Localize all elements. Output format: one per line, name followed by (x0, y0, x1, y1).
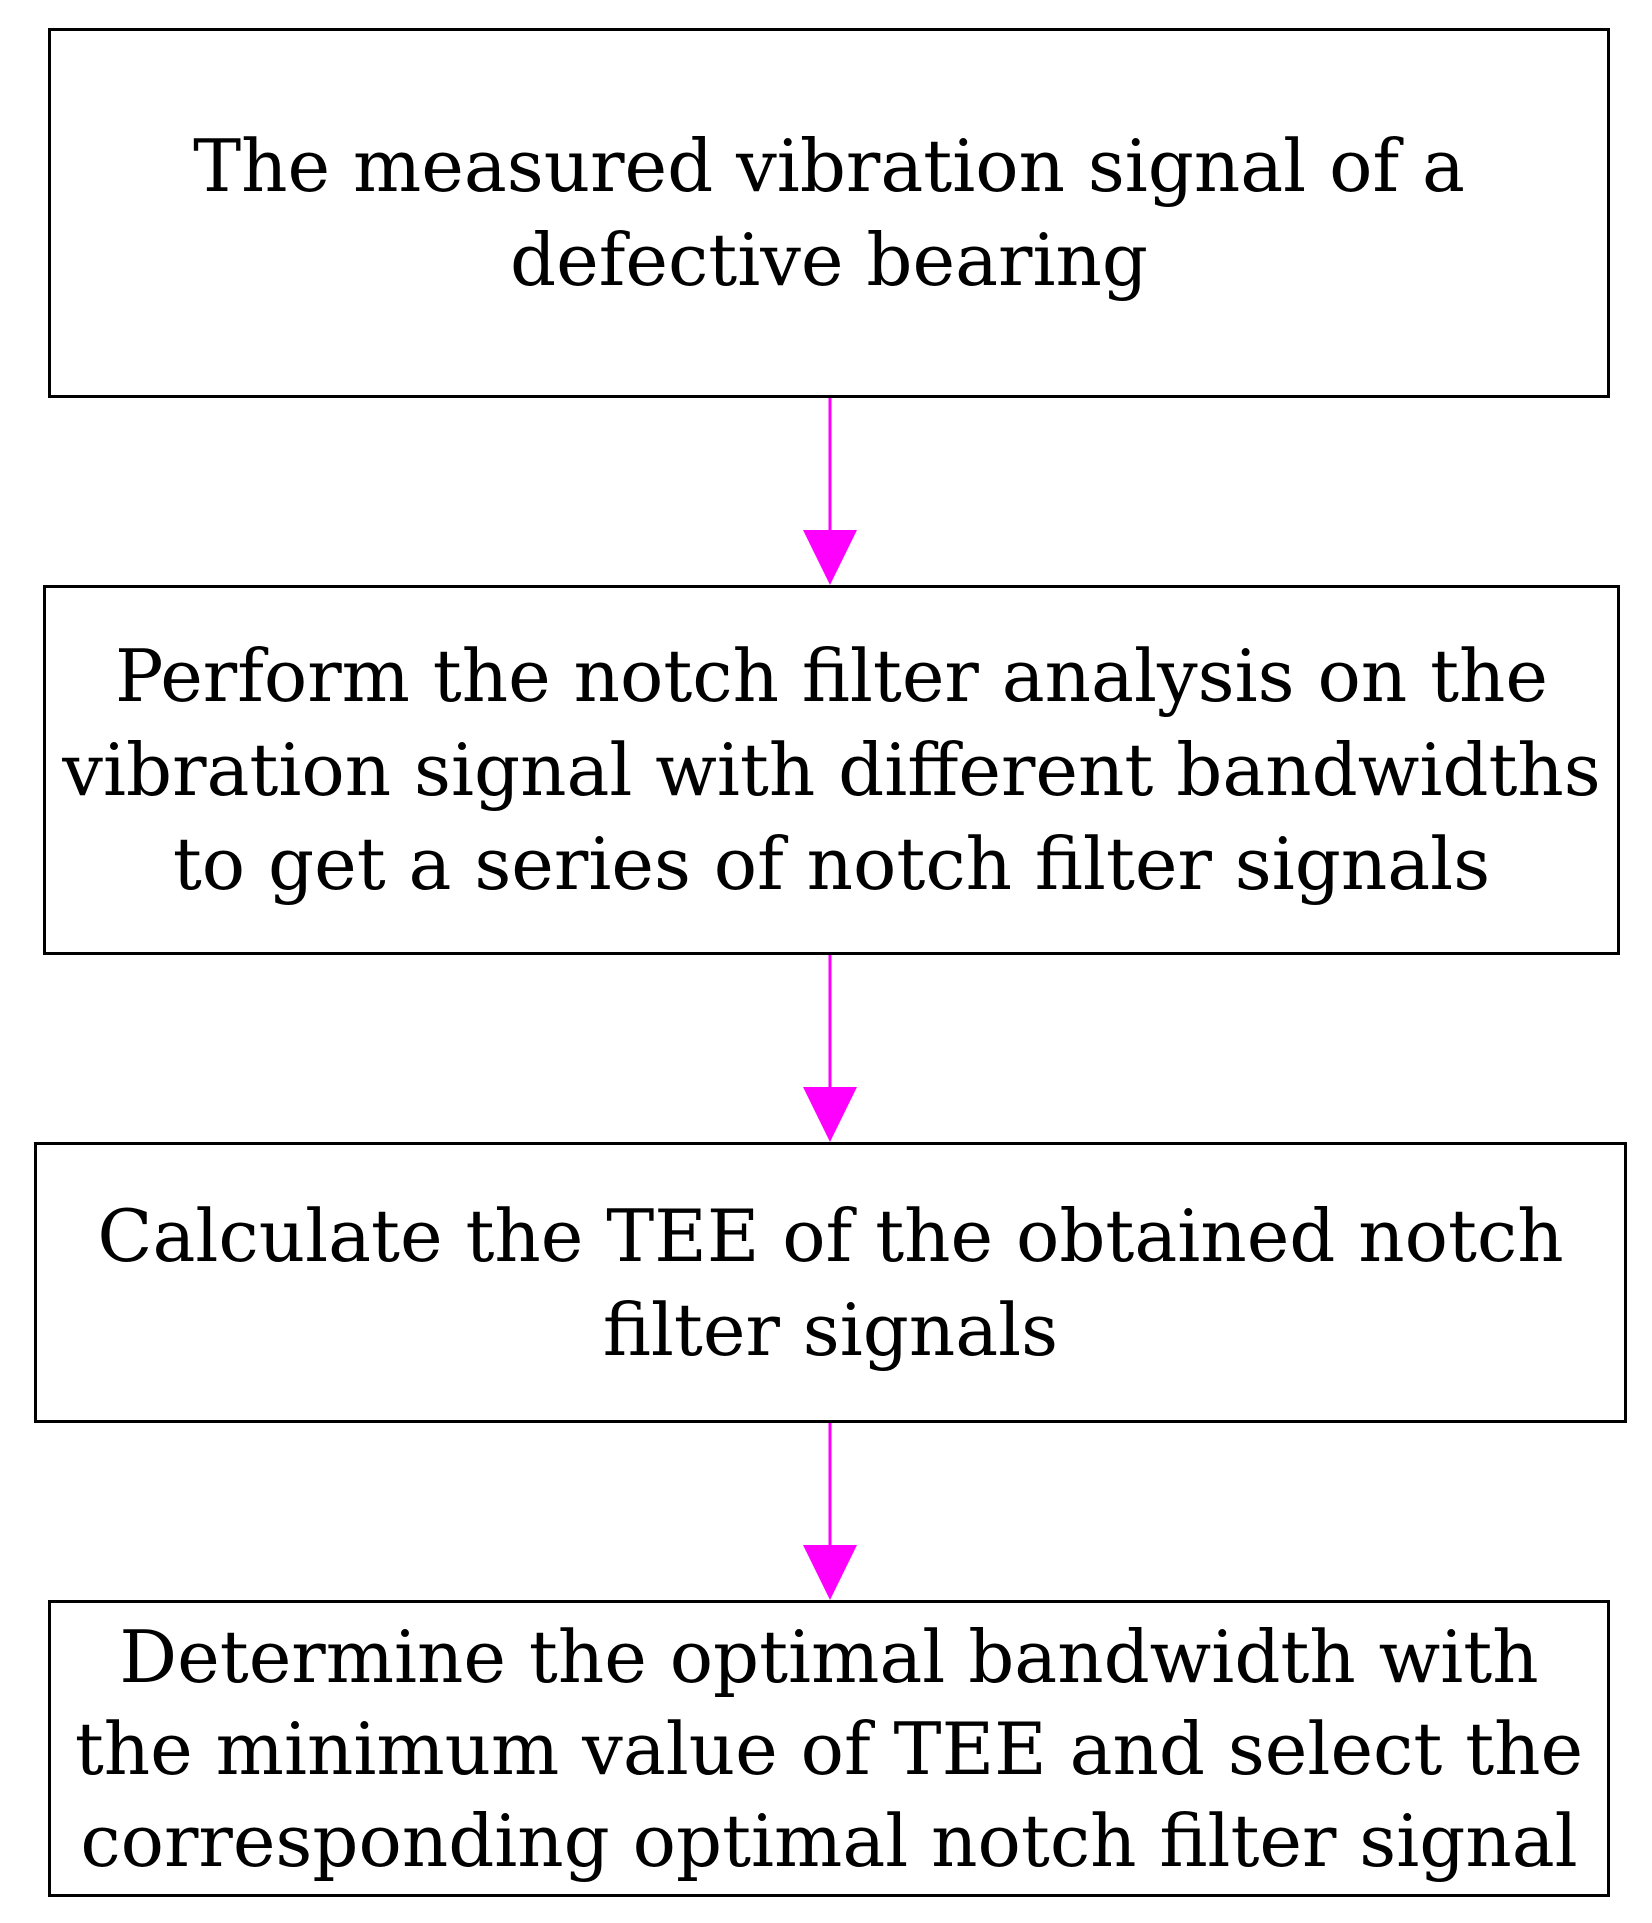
step-1-box: The measured vibration signal of a defec… (48, 28, 1610, 398)
arrow-1-head (803, 530, 857, 585)
arrow-3-head (803, 1545, 857, 1600)
step-3-line-2: filter signals (602, 1287, 1059, 1372)
arrow-3-to-4 (803, 1423, 857, 1600)
step-2-line-2: vibration signal with different bandwidt… (62, 728, 1601, 812)
step-3-box: Calculate the TEE of the obtained notch … (34, 1142, 1627, 1423)
arrow-1-to-2 (803, 398, 857, 585)
step-4-box: Determine the optimal bandwidth with the… (48, 1600, 1610, 1897)
step-4-line-1: Determine the optimal bandwidth with (119, 1614, 1539, 1699)
step-1-line-2: defective bearing (510, 218, 1148, 302)
step-3-line-1: Calculate the TEE of the obtained notch (97, 1193, 1564, 1278)
step-1-line-1: The measured vibration signal of a (193, 124, 1465, 208)
step-2-line-1: Perform the notch filter analysis on the (114, 634, 1548, 718)
arrow-2-head (803, 1087, 857, 1142)
step-4-line-3: corresponding optimal notch filter signa… (80, 1798, 1578, 1883)
step-4-line-2: the minimum value of TEE and select the (74, 1706, 1584, 1791)
step-2-box: Perform the notch filter analysis on the… (43, 585, 1620, 955)
step-2-line-3: to get a series of notch filter signals (172, 822, 1491, 906)
arrow-2-to-3 (803, 955, 857, 1142)
